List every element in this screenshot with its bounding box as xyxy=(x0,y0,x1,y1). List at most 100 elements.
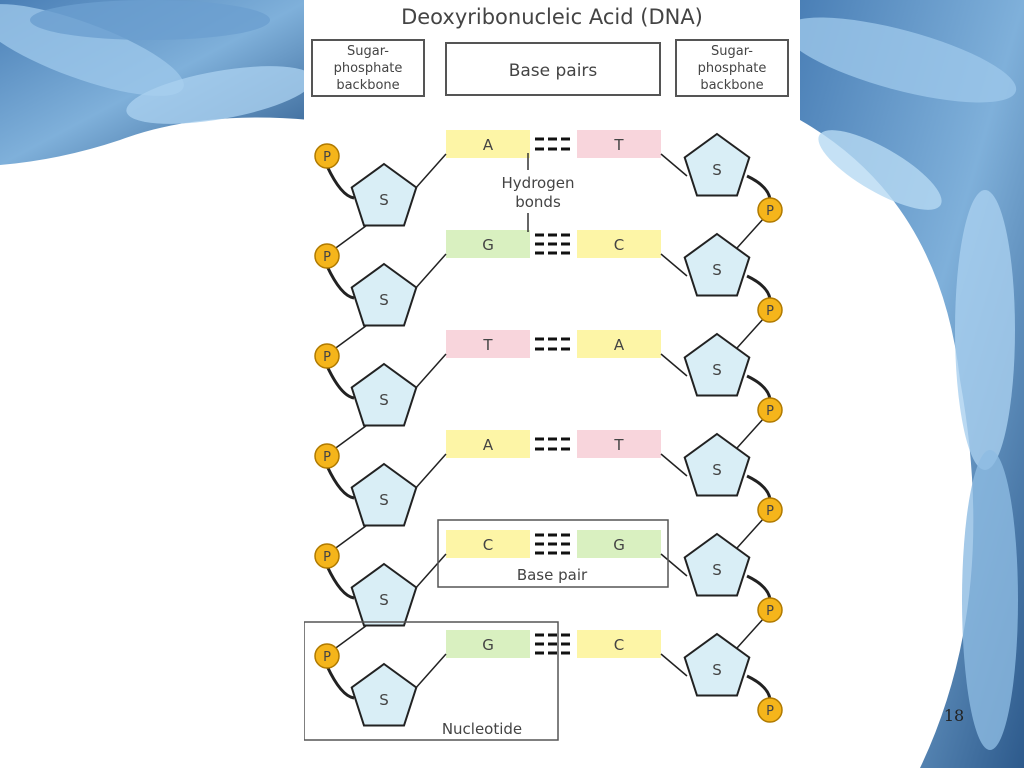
right-backbone-link xyxy=(736,417,765,449)
nucleotide-label: Nucleotide xyxy=(442,720,522,738)
header-left-box: Sugar- phosphate backbone xyxy=(311,39,425,97)
left-base-sugar-bond xyxy=(413,353,447,391)
left-sugar-label: S xyxy=(379,391,389,409)
right-base-label: G xyxy=(613,536,625,554)
left-sugar-label: S xyxy=(379,291,389,309)
right-base-box xyxy=(577,130,661,158)
base-pair-label: Base pair xyxy=(517,566,588,584)
left-phosphate-sugar-bond xyxy=(325,465,355,500)
right-sugar-label: S xyxy=(712,561,722,579)
right-base-label: C xyxy=(614,636,624,654)
left-base-box xyxy=(446,430,530,458)
right-backbone-link xyxy=(736,617,765,649)
nucleotide-callout: Nucleotide xyxy=(304,621,559,741)
hydrogen-bonds-label-1: Hydrogen xyxy=(502,174,575,192)
right-phosphate-label: P xyxy=(766,404,774,419)
left-phosphate-sugar-bond xyxy=(325,365,355,400)
left-base-sugar-bond xyxy=(413,653,447,691)
right-sugar xyxy=(683,532,751,597)
header-right-line-1: Sugar- xyxy=(711,44,753,59)
left-phosphate xyxy=(314,243,340,269)
left-base-box xyxy=(446,330,530,358)
left-sugar xyxy=(350,462,418,527)
right-sugar-phosphate-bond xyxy=(746,674,772,700)
left-phosphate xyxy=(314,643,340,669)
right-phosphate xyxy=(757,397,783,423)
right-base-sugar-bond xyxy=(660,353,688,377)
right-sugar-label: S xyxy=(712,361,722,379)
left-phosphate xyxy=(314,143,340,169)
left-phosphate-sugar-bond xyxy=(325,165,355,200)
left-phosphate-label: P xyxy=(323,650,331,665)
bacteria-pattern-top-left xyxy=(0,0,314,165)
left-base-box xyxy=(446,630,530,658)
right-sugar-label: S xyxy=(712,261,722,279)
left-phosphate xyxy=(314,343,340,369)
right-backbone-link xyxy=(736,317,765,349)
header-right-line-2: phosphate xyxy=(698,61,767,76)
hydrogen-bonds-annotation: Hydrogen bonds xyxy=(502,153,575,232)
left-phosphate-label: P xyxy=(323,150,331,165)
right-sugar xyxy=(683,632,751,697)
right-sugar-label: S xyxy=(712,161,722,179)
right-sugar-phosphate-bond xyxy=(746,374,772,400)
right-base-sugar-bond xyxy=(660,153,688,177)
header-center-box: Base pairs xyxy=(445,42,661,96)
right-sugar xyxy=(683,432,751,497)
right-base-box xyxy=(577,630,661,658)
left-base-sugar-bond xyxy=(413,153,447,191)
left-phosphate-label: P xyxy=(323,350,331,365)
base-pair-callout: Base pair xyxy=(437,519,669,588)
left-base-label: A xyxy=(483,136,494,154)
diagram-title: Deoxyribonucleic Acid (DNA) xyxy=(401,5,703,29)
backbone-layer xyxy=(325,165,772,700)
header-right-line-3: backbone xyxy=(700,78,763,93)
left-sugar-label: S xyxy=(379,191,389,209)
right-sugar-phosphate-bond xyxy=(746,574,772,600)
right-backbone-link xyxy=(736,517,765,549)
left-base-box xyxy=(446,230,530,258)
left-sugar xyxy=(350,362,418,427)
right-phosphate xyxy=(757,297,783,323)
right-base-label: T xyxy=(613,436,624,454)
right-phosphate-label: P xyxy=(766,204,774,219)
left-phosphate-sugar-bond xyxy=(325,565,355,600)
right-sugar-label: S xyxy=(712,461,722,479)
right-phosphate xyxy=(757,697,783,723)
header-left-line-2: phosphate xyxy=(334,61,403,76)
left-sugar-label: S xyxy=(379,691,389,709)
header-right-box: Sugar- phosphate backbone xyxy=(675,39,789,97)
left-phosphate-sugar-bond xyxy=(325,265,355,300)
right-phosphate xyxy=(757,197,783,223)
left-phosphate-label: P xyxy=(323,250,331,265)
right-base-box xyxy=(577,530,661,558)
left-base-label: A xyxy=(483,436,494,454)
right-base-box xyxy=(577,330,661,358)
header-left-line-3: backbone xyxy=(336,78,399,93)
right-sugar-label: S xyxy=(712,661,722,679)
left-base-sugar-bond xyxy=(413,453,447,491)
left-base-label: C xyxy=(483,536,493,554)
left-base-label: T xyxy=(482,336,493,354)
bacteria-pattern-right xyxy=(783,0,1024,768)
left-base-label: G xyxy=(482,236,494,254)
right-phosphate-label: P xyxy=(766,304,774,319)
left-phosphate-label: P xyxy=(323,450,331,465)
right-phosphate xyxy=(757,497,783,523)
right-sugar xyxy=(683,332,751,397)
left-base-label: G xyxy=(482,636,494,654)
right-phosphate-label: P xyxy=(766,604,774,619)
right-phosphate xyxy=(757,597,783,623)
right-base-sugar-bond xyxy=(660,253,688,277)
left-phosphate xyxy=(314,543,340,569)
header-center-label: Base pairs xyxy=(509,61,598,81)
right-sugar-phosphate-bond xyxy=(746,274,772,300)
left-base-box xyxy=(446,530,530,558)
right-backbone-link xyxy=(736,217,765,249)
header-left-line-1: Sugar- xyxy=(347,44,389,59)
dna-diagram: Deoxyribonucleic Acid (DNA) Sugar- phosp… xyxy=(304,0,800,748)
